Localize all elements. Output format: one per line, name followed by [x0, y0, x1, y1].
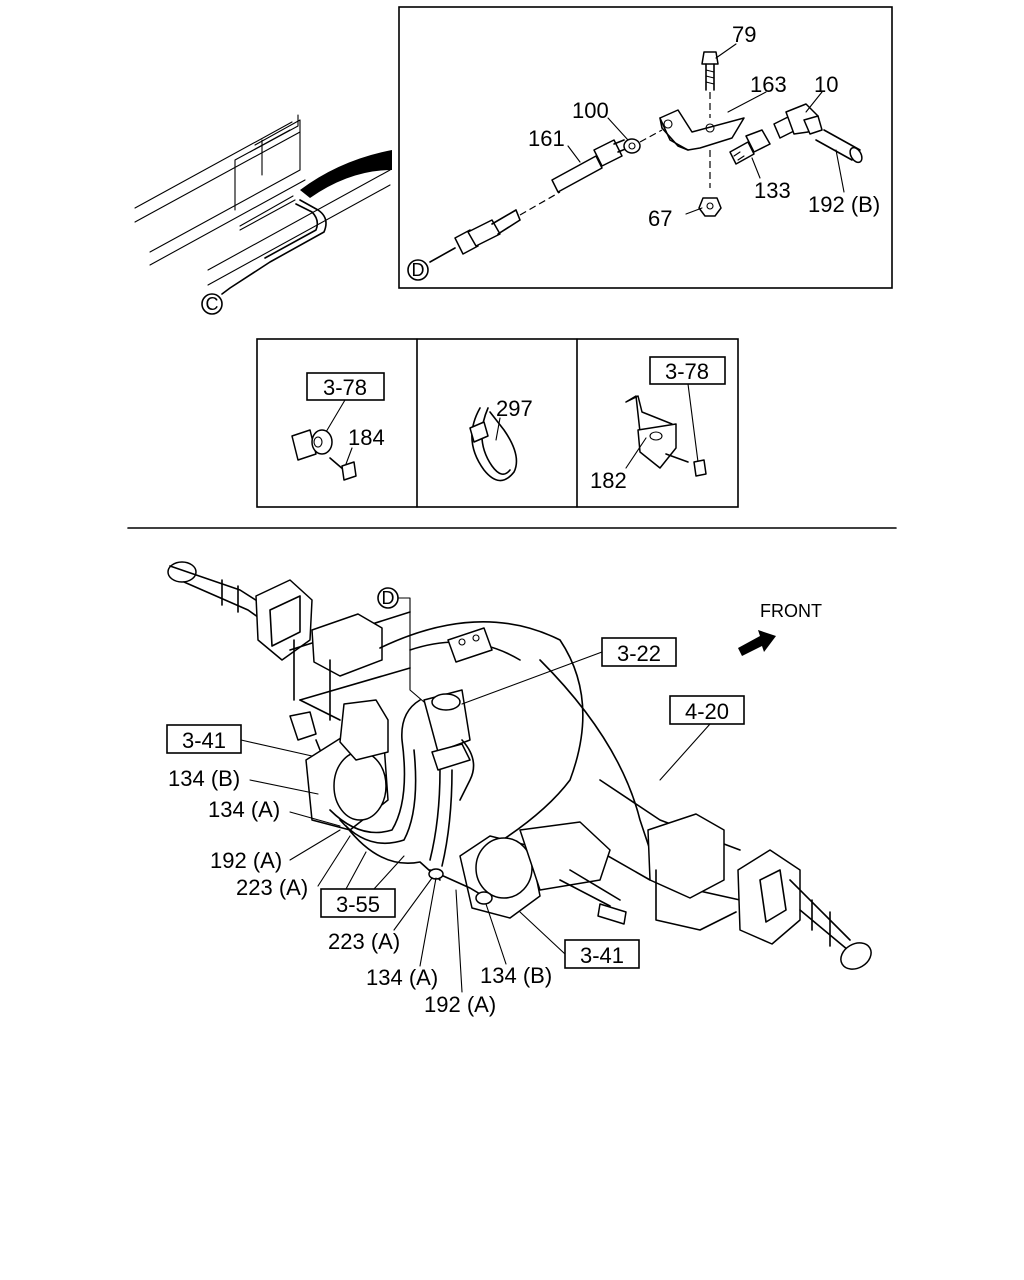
ref-circle-d-main: D	[377, 587, 425, 703]
ref-box-3-78-a	[306, 372, 385, 401]
pipe-161	[551, 139, 629, 193]
label-67: 67	[648, 206, 672, 231]
ref-circle-d-top: D	[407, 259, 429, 281]
nut-100	[623, 138, 641, 154]
label-134a-bottom: 134 (A)	[366, 965, 438, 990]
label-223a-left: 223 (A)	[236, 875, 308, 900]
label-297: 297	[496, 396, 533, 421]
hose-fitting-d	[429, 209, 521, 263]
ref-3-41-left: 3-41	[182, 728, 226, 753]
elbow-fitting-10	[773, 103, 823, 139]
label-10: 10	[814, 72, 838, 97]
label-161: 161	[528, 126, 565, 151]
front-indicator: FRONT	[738, 601, 822, 656]
rear-axle-assembly	[167, 561, 872, 970]
ref-3-78-a: 3-78	[323, 375, 367, 400]
label-100: 100	[572, 98, 609, 123]
label-223a-bottom: 223 (A)	[328, 929, 400, 954]
nut-67	[698, 197, 722, 217]
ref-box-3-55	[320, 888, 396, 918]
detail-panel-297: 297	[469, 396, 533, 482]
ref-3-78-b: 3-78	[665, 359, 709, 384]
ref-circle-c: C	[201, 293, 223, 315]
label-192a-bottom: 192 (A)	[424, 992, 496, 1017]
ref-c-label: C	[206, 294, 219, 314]
label-133: 133	[754, 178, 791, 203]
ref-box-3-22	[601, 637, 677, 667]
fitting-133	[729, 129, 771, 165]
label-79: 79	[732, 22, 756, 47]
label-134b-left: 134 (B)	[168, 766, 240, 791]
label-184: 184	[348, 425, 385, 450]
bracket-163	[659, 109, 745, 151]
label-134b-bottom: 134 (B)	[480, 963, 552, 988]
detail-panel-184: 3-78 184	[291, 372, 385, 481]
frame-rail-sketch	[134, 114, 392, 295]
ref-box-3-41-right	[564, 939, 640, 969]
detail-panel-182: 3-78 182	[590, 356, 726, 493]
ref-d-label-main: D	[382, 588, 395, 608]
ref-box-3-78-b	[649, 356, 726, 385]
bolt-79	[701, 51, 719, 91]
ref-3-41-right: 3-41	[580, 943, 624, 968]
label-192b: 192 (B)	[808, 192, 880, 217]
label-192a-left: 192 (A)	[210, 848, 282, 873]
ref-3-22: 3-22	[617, 641, 661, 666]
ref-4-20: 4-20	[685, 699, 729, 724]
front-label: FRONT	[760, 601, 822, 621]
front-arrow-icon	[738, 630, 776, 656]
ref-3-55: 3-55	[336, 892, 380, 917]
label-134a-left: 134 (A)	[208, 797, 280, 822]
hose-192b	[815, 129, 863, 164]
label-182: 182	[590, 468, 627, 493]
ref-box-4-20	[669, 695, 745, 725]
label-163: 163	[750, 72, 787, 97]
ref-box-3-41-left	[166, 724, 242, 754]
ref-d-label-top: D	[412, 260, 425, 280]
